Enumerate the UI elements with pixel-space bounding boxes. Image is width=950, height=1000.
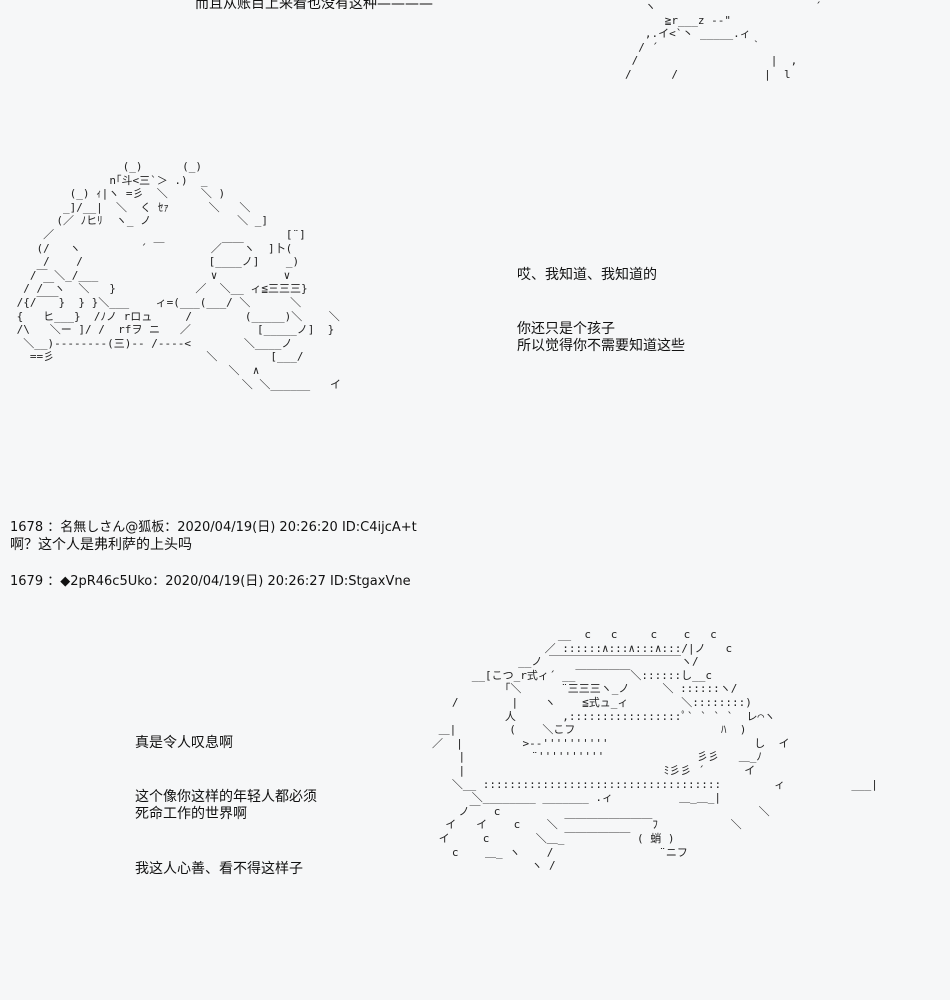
ascii-art-top-right: ヽ ´ ≧r___z --" ,.イ<`丶 _____.ィ / ´ ｀ / | … xyxy=(625,0,822,81)
top-text: 而且从账目上来看也没有这种———— xyxy=(195,0,433,12)
dialogue-line: 死命工作的世界啊 xyxy=(135,806,247,822)
post-header-1679: 1679 ：◆2pR46c5Uko：2020/04/19(日) 20:26:27… xyxy=(10,574,411,589)
dialogue-line: 我这人心善、看不得这样子 xyxy=(135,861,303,877)
dialogue-line: 真是令人叹息啊 xyxy=(135,735,233,751)
ascii-art-bottom-right: __ c c c c c ／ ::::::∧:::∧:::∧:::/|ノ c _… xyxy=(432,628,878,873)
dialogue-line: 哎、我知道、我知道的 xyxy=(517,267,657,283)
dialogue-line: 你还只是个孩子 xyxy=(517,321,615,337)
ascii-art-middle-left: (_) (_) n｢斗<三`＞ .) _ (_) ｨ|ヽ =彡 ＼ ＼ ) _]… xyxy=(16,160,342,391)
post-header-1678: 1678 ：名無しさん@狐板：2020/04/19(日) 20:26:20 ID… xyxy=(10,520,417,535)
dialogue-line: 所以觉得你不需要知道这些 xyxy=(517,338,685,354)
post-body-1678: 啊？这个人是弗利萨的上头吗 xyxy=(10,537,192,553)
dialogue-line: 这个像你这样的年轻人都必须 xyxy=(135,789,317,805)
